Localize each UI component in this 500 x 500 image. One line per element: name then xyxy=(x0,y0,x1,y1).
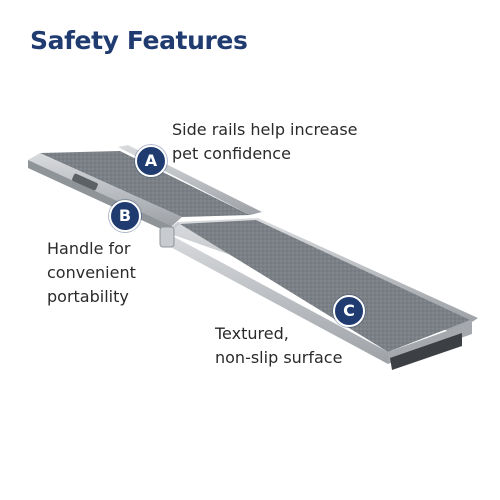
ramp-lower-section xyxy=(165,218,478,370)
feature-a-text: Side rails help increase pet confidence xyxy=(172,120,358,163)
page-title: Safety Features xyxy=(30,26,248,55)
feature-b-text: Handle for convenient portability xyxy=(47,239,136,306)
handle xyxy=(159,226,175,248)
badge-a: A xyxy=(135,145,167,177)
badge-c: C xyxy=(333,295,365,327)
feature-c-text: Textured, non-slip surface xyxy=(215,324,343,367)
badge-b: B xyxy=(109,200,141,232)
